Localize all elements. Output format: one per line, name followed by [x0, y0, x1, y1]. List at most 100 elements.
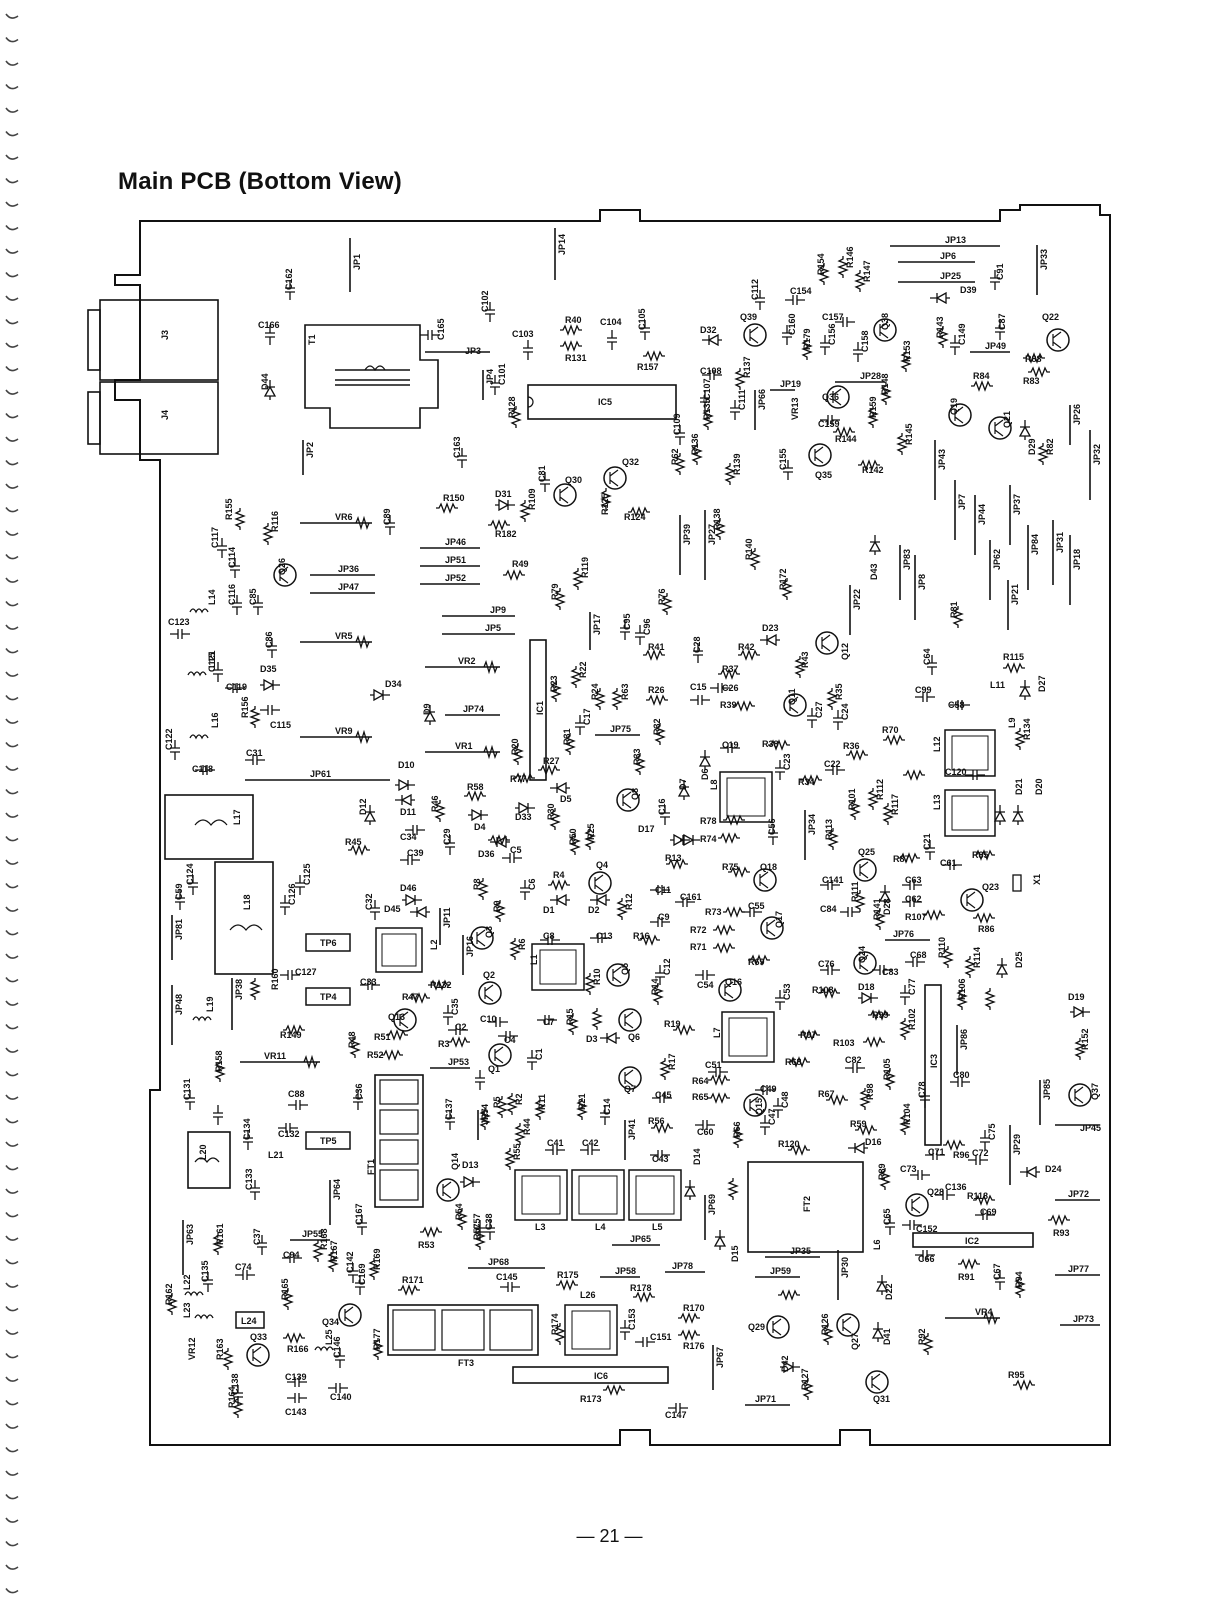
capacitor-c13 [590, 933, 610, 943]
transistor-q3 [470, 926, 494, 950]
label-c64: C64 [922, 648, 932, 665]
resistor-r104 [899, 1113, 911, 1135]
crystal-x1 [1012, 874, 1022, 892]
diode-d45 [410, 905, 430, 919]
label-r112: R112 [875, 779, 885, 800]
label-r49: R49 [512, 559, 529, 569]
capacitor-c74 [235, 1270, 255, 1280]
label-d9: D9 [422, 703, 432, 715]
binding-ring [5, 295, 19, 301]
label-r19: R19 [664, 1019, 681, 1029]
label-c151: C151 [650, 1332, 672, 1342]
binding-ring [5, 530, 19, 536]
label-c159: C159 [818, 419, 840, 429]
binding-ring [5, 507, 19, 513]
capacitor-c5 [502, 853, 522, 863]
transistor-q32 [603, 466, 627, 490]
binding-ring [5, 1400, 19, 1406]
capacitor-c51 [708, 1067, 728, 1077]
label-c119: C119 [226, 682, 247, 692]
label-l4: L4 [595, 1222, 606, 1232]
capacitor-c157 [835, 317, 855, 327]
capacitor-c166 [265, 325, 275, 345]
resistor-r153 [900, 350, 912, 372]
label-r53: R53 [418, 1240, 435, 1250]
capacitor-c22 [825, 765, 845, 775]
resistor-r152 [1074, 1038, 1086, 1060]
label-l17: L17 [232, 809, 242, 825]
capacitor-c142 [348, 1263, 358, 1283]
label-q32: Q32 [622, 457, 639, 467]
resistor-r52 [381, 1049, 403, 1061]
jack-j4: J4 [87, 381, 219, 455]
capacitor-c78 [920, 1088, 930, 1108]
binding-ring [5, 342, 19, 348]
ic-ic3: IC3 [924, 984, 942, 1146]
resistor-r12 [616, 898, 628, 920]
label-r142: R142 [862, 465, 884, 475]
label-d20: D20 [1034, 778, 1044, 795]
transistor-q22 [1046, 328, 1070, 352]
capacitor-c69 [975, 1210, 995, 1220]
label-c103: C103 [512, 329, 534, 339]
label-d5: D5 [560, 794, 572, 804]
resistor-r101 [984, 988, 996, 1010]
capacitor-c86 [267, 638, 277, 658]
capacitor-c99 [915, 692, 935, 702]
label-r86: R86 [978, 924, 995, 934]
label-l26: L26 [580, 1290, 596, 1300]
resistor-r94 [1014, 1276, 1026, 1298]
label-c32: C32 [364, 893, 374, 910]
diode-d3 [600, 1031, 620, 1045]
label-jp18: JP18 [1072, 549, 1082, 570]
capacitor-c45 [652, 1093, 672, 1103]
label-d6: D6 [700, 768, 710, 780]
binding-ring [5, 695, 19, 701]
capacitor-c162 [285, 280, 295, 300]
capacitor-c32 [370, 900, 380, 920]
resistor-r16 [638, 934, 660, 946]
label-d34: D34 [385, 679, 402, 689]
resistor-r97 [798, 1029, 820, 1041]
capacitor-c56 [768, 825, 778, 845]
label-c95: C95 [622, 613, 632, 630]
label-r36: R36 [843, 741, 860, 751]
label-c134: C134 [242, 1118, 252, 1140]
resistor-r64 [708, 1074, 730, 1086]
inductor-small [194, 1314, 214, 1320]
resistor-r17 [659, 1058, 671, 1080]
label-l25: L25 [324, 1329, 334, 1345]
binding-ring [5, 1541, 19, 1547]
label-q29: Q29 [748, 1322, 765, 1332]
label-d25: D25 [1014, 951, 1024, 968]
capacitor-c61 [942, 860, 962, 870]
label-r137: R137 [742, 356, 752, 378]
label-c69: C69 [980, 1207, 997, 1217]
resistor-r118 [973, 1194, 995, 1206]
binding-ring [5, 812, 19, 818]
capacitor-c141 [820, 880, 840, 890]
diode-d28 [878, 885, 892, 905]
label-l12: L12 [932, 736, 942, 752]
label-c112: C112 [750, 279, 760, 300]
binding-ring [5, 1447, 19, 1453]
capacitor-c138 [233, 1385, 243, 1405]
label-d23: D23 [762, 623, 779, 633]
resistor-r82 [1037, 443, 1049, 465]
label-q14: Q14 [450, 1153, 460, 1170]
label-r65: R65 [692, 1092, 709, 1102]
resistor-r50 [569, 833, 581, 855]
label-l8: L8 [709, 779, 719, 790]
label-vr13: VR13 [790, 397, 800, 420]
capacitor-c31 [245, 755, 265, 765]
label-c54: C54 [697, 980, 714, 990]
label-vr6: VR6 [335, 512, 353, 522]
label-c102: C102 [480, 290, 490, 312]
binding-ring [5, 1282, 19, 1288]
capacitor-c159 [820, 415, 840, 425]
diode-d29 [1018, 420, 1032, 440]
label-jp29: JP29 [1012, 1134, 1022, 1155]
diode-d43 [868, 535, 882, 555]
label-jp51: JP51 [445, 555, 466, 565]
label-c133: C133 [244, 1168, 254, 1190]
